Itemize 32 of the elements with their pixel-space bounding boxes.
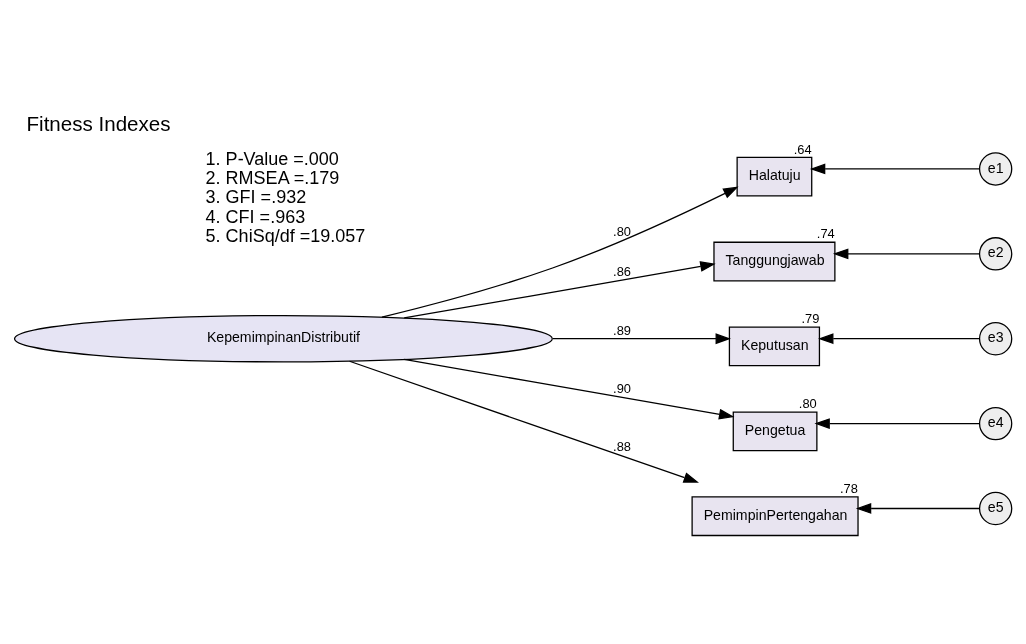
arrow <box>403 261 716 319</box>
label: 4. CFI =.963 <box>205 206 306 227</box>
node-circle: e4 <box>978 406 1013 441</box>
arrow <box>832 248 981 260</box>
node-label: .80 <box>798 396 817 412</box>
arrow <box>348 360 699 483</box>
diagram-title: Fitness Indexes <box>26 111 171 135</box>
node-circle: e3 <box>978 322 1013 356</box>
node-label: .74 <box>816 226 835 242</box>
node-label: .79 <box>801 311 820 327</box>
node-ellipse: KepemimpinanDistributif <box>13 314 553 363</box>
edge-label: .80 <box>613 223 631 239</box>
arrow <box>552 333 731 345</box>
arrow <box>809 163 981 175</box>
node-circle: e1 <box>978 152 1013 186</box>
node-circle: e5 <box>978 491 1013 526</box>
label: 5. ChiSq/df =19.057 <box>205 225 366 246</box>
node-label: .64 <box>793 141 812 157</box>
edge-label: .88 <box>613 438 631 454</box>
edge-label: .89 <box>613 322 631 338</box>
arrow <box>818 333 980 345</box>
arrow <box>381 186 739 318</box>
label: 2. RMSEA =.179 <box>205 168 340 188</box>
arrow <box>403 358 735 420</box>
label: 3. GFI =.932 <box>205 187 307 208</box>
label: 1. P-Value =.000 <box>205 148 339 169</box>
arrow <box>855 503 981 514</box>
arrow <box>814 418 980 429</box>
node-label: .78 <box>840 481 858 497</box>
node-circle: e2 <box>978 237 1013 271</box>
edge-label: .86 <box>613 263 631 279</box>
edge-label: .90 <box>613 380 631 396</box>
